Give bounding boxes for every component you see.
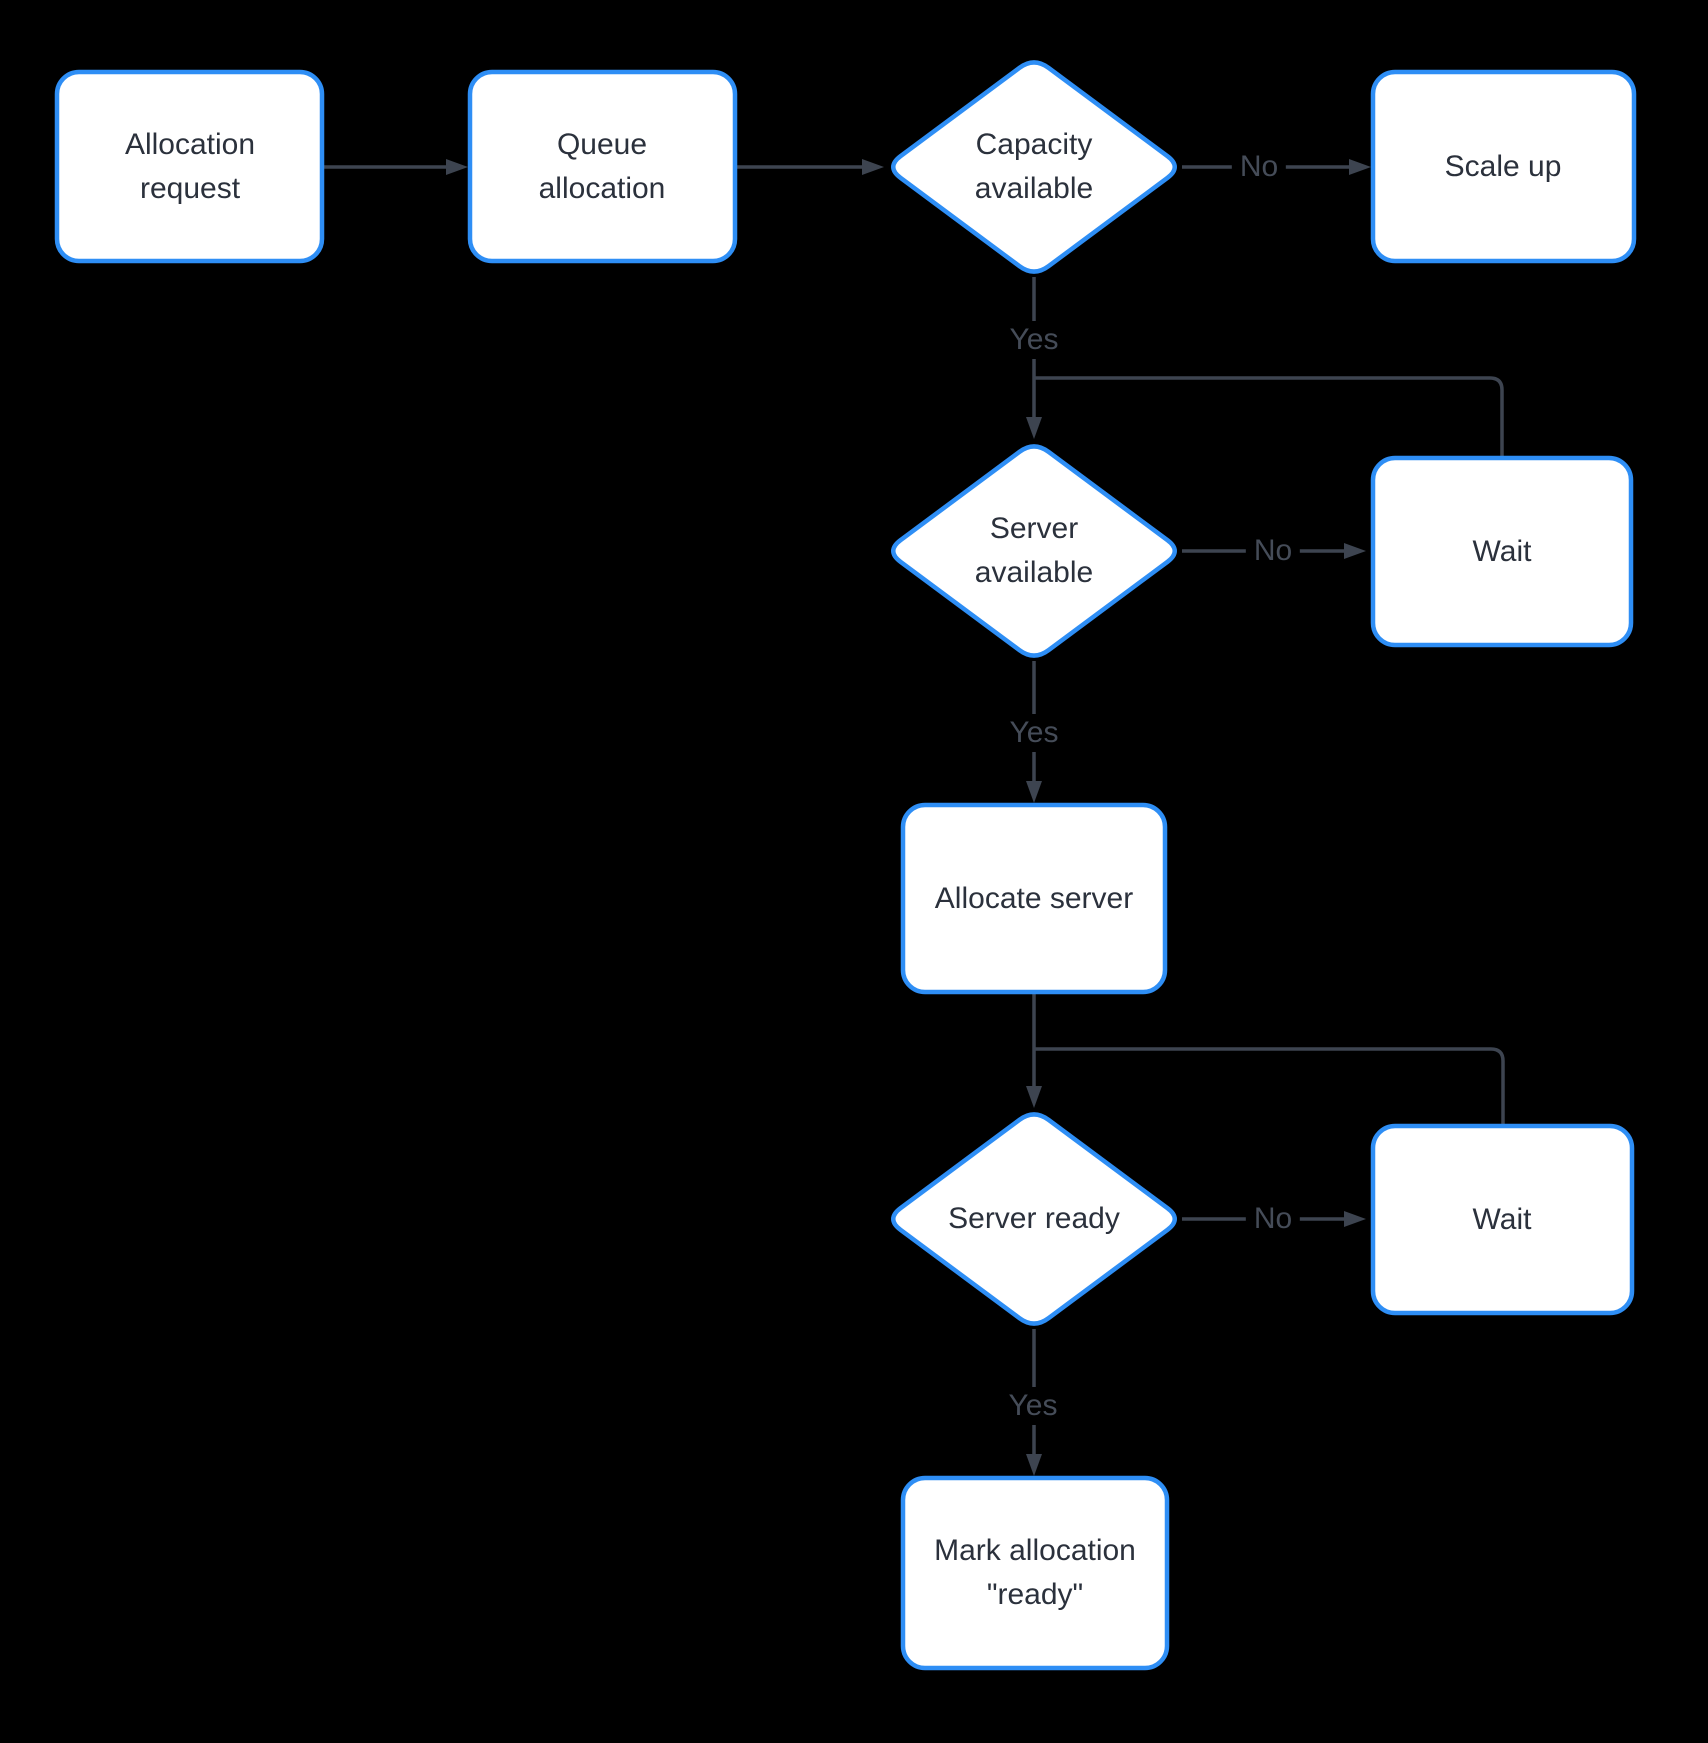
- node-wait-2-shape: [1370, 1123, 1635, 1316]
- node-queue-allocation-shape: [467, 69, 738, 264]
- node-wait-1-shape: [1370, 455, 1634, 648]
- node-server-ready-shape: [891, 1112, 1177, 1326]
- node-allocation-request-shape: [54, 69, 325, 264]
- edge-wait-2-loop-to-server-ready: [1034, 1047, 1505, 1126]
- node-server-available-shape: [891, 444, 1177, 658]
- node-scale-up-shape: [1370, 69, 1637, 264]
- node-allocate-server-shape: [900, 802, 1168, 995]
- node-capacity-available-shape: [891, 60, 1177, 274]
- edge-wait-1-loop-to-server-available: [1034, 376, 1504, 458]
- node-mark-allocation-ready-shape: [900, 1475, 1170, 1671]
